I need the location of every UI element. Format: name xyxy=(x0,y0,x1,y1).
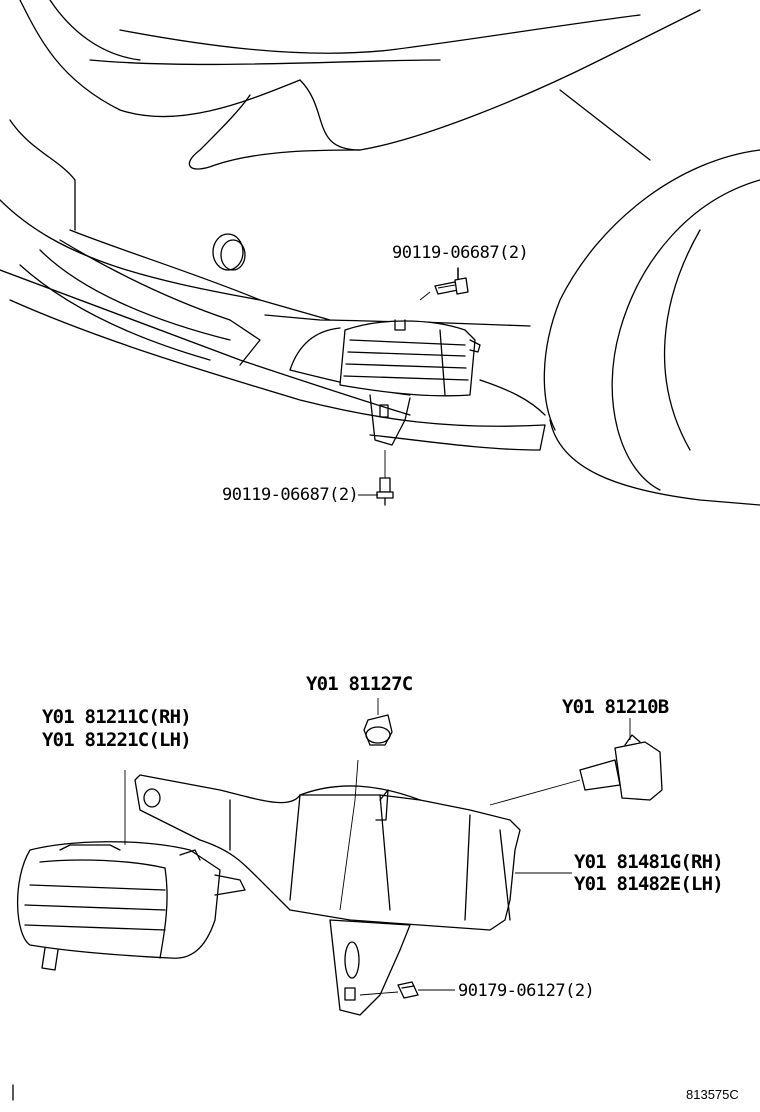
label-lamp-rh: Y01 81211C(RH) xyxy=(42,706,191,728)
nut-illustration xyxy=(359,981,455,999)
label-cover-lh: Y01 81482E(LH) xyxy=(574,873,723,895)
label-lamp-lh: Y01 81221C(LH) xyxy=(42,729,191,751)
label-nut: 90179-06127(2) xyxy=(458,981,594,1001)
bolt-upper-illustration xyxy=(434,267,469,295)
label-bulb: Y01 81210B xyxy=(562,696,669,718)
fog-lamp-illustration xyxy=(16,770,246,971)
figure-reference: 813575C xyxy=(686,1087,739,1102)
lamp-cover-illustration xyxy=(134,759,521,1016)
label-socket: Y01 81127C xyxy=(306,673,413,695)
label-bolt-upper: 90119-06687(2) xyxy=(392,243,528,263)
label-cover-rh: Y01 81481G(RH) xyxy=(574,851,723,873)
label-bolt-lower: 90119-06687(2) xyxy=(222,485,358,505)
bulb-illustration xyxy=(489,718,663,806)
socket-illustration xyxy=(363,698,393,746)
bolt-lower-illustration xyxy=(376,450,394,506)
vehicle-front-illustration xyxy=(0,0,760,506)
